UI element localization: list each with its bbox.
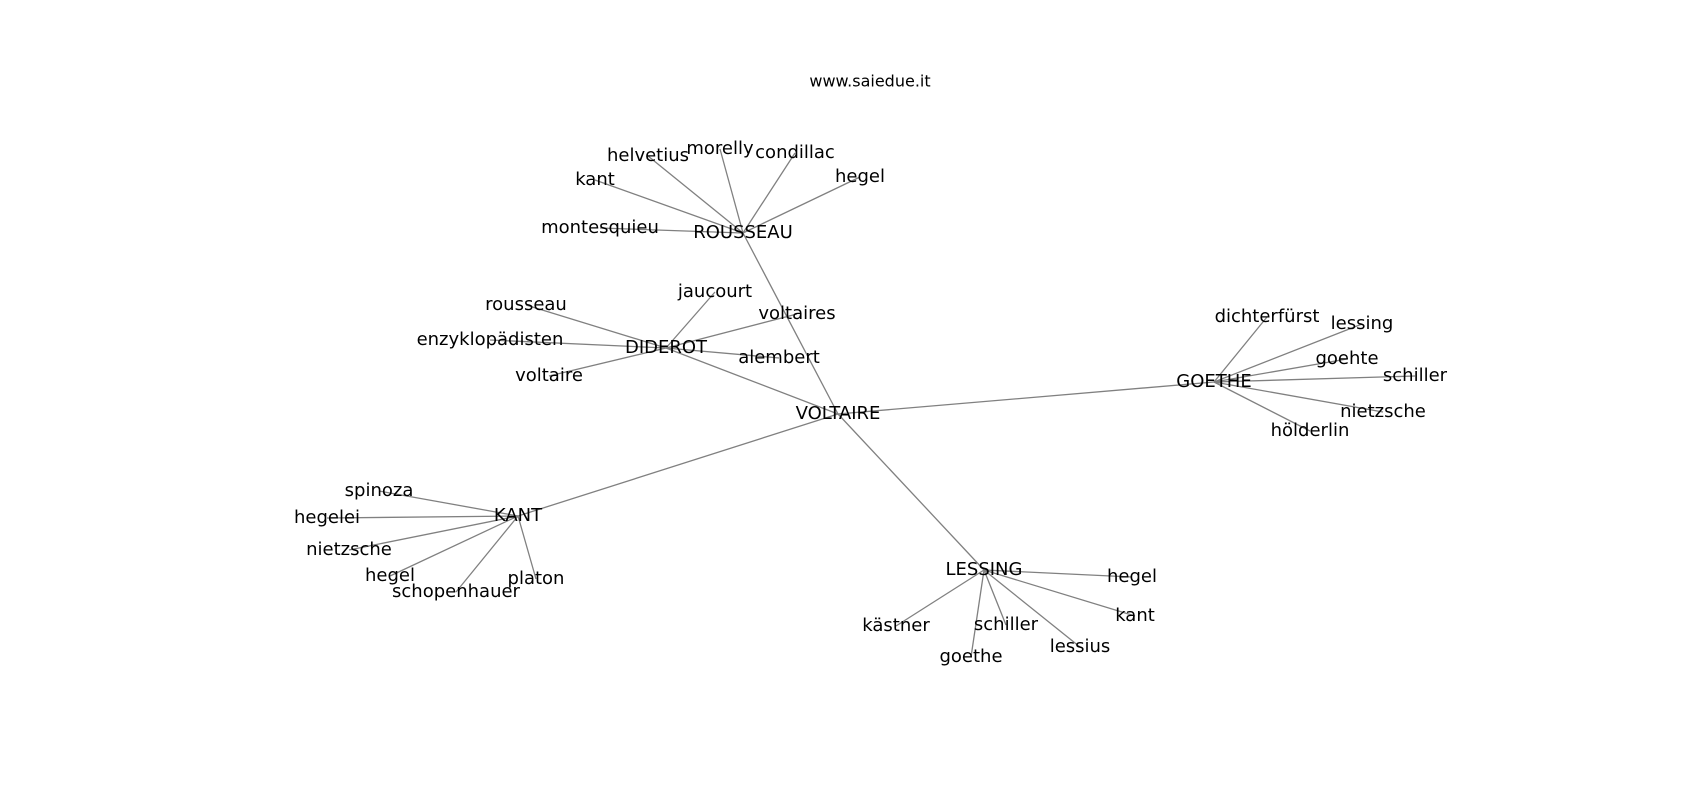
leaf-node-k_schopenhauer: schopenhauer: [392, 581, 521, 602]
edge-voltaire-diderot: [665, 347, 839, 415]
edge-lessing-l_hegel: [983, 569, 1133, 578]
edge-diderot-d_enzyklopaedisten: [489, 339, 667, 349]
leaf-node-d_alembert: alembert: [738, 347, 820, 368]
edge-lessing-l_lessius: [983, 569, 1081, 648]
edge-goethe-g_dichterfuerst: [1213, 316, 1268, 383]
leaf-node-d_rousseau: rousseau: [485, 294, 567, 315]
edge-kant-k_hegelei: [326, 515, 519, 519]
edge-goethe-g_goehte: [1213, 358, 1348, 383]
leaf-node-r_hegel: hegel: [835, 166, 885, 187]
leaf-node-d_jaucourt: jaucourt: [677, 281, 752, 302]
edge-voltaire-rousseau: [742, 232, 839, 415]
leaf-node-g_nietzsche: nietzsche: [1340, 401, 1426, 422]
leaf-node-l_kaestner: kästner: [862, 615, 930, 636]
edge-kant-k_hegel: [389, 515, 519, 577]
hub-node-lessing: LESSING: [946, 559, 1023, 580]
edge-rousseau-r_morelly: [719, 148, 744, 234]
leaf-node-l_goethe: goethe: [939, 646, 1002, 667]
edges-layer: [326, 148, 1416, 658]
edge-diderot-d_alembert: [665, 347, 780, 359]
leaf-node-k_hegel: hegel: [365, 565, 415, 586]
edge-voltaire-goethe: [837, 381, 1215, 415]
edge-kant-k_schopenhauer: [455, 515, 519, 593]
leaf-node-l_hegel: hegel: [1107, 566, 1157, 587]
edge-voltaire-lessing: [837, 413, 985, 571]
leaf-node-l_schiller: schiller: [974, 614, 1039, 635]
edge-rousseau-r_kant: [594, 179, 744, 234]
edge-lessing-l_goethe: [970, 569, 985, 658]
leaf-node-r_helvetius: helvetius: [607, 145, 689, 166]
edge-lessing-l_schiller: [983, 569, 1007, 626]
leaf-node-k_spinoza: spinoza: [345, 480, 414, 501]
labels-layer: VOLTAIRE ROUSSEAU DIDEROT GOETHE KANT LESSING…: [294, 138, 1448, 667]
leaf-node-d_voltaires: voltaires: [758, 303, 835, 324]
edge-lessing-l_kaestner: [895, 569, 985, 627]
edge-rousseau-r_montesquieu: [599, 227, 744, 234]
leaf-node-g_schiller: schiller: [1383, 365, 1448, 386]
leaf-node-l_lessius: lessius: [1050, 636, 1111, 657]
leaf-node-k_platon: platon: [508, 568, 565, 589]
leaf-node-r_morelly: morelly: [686, 138, 754, 159]
leaf-node-r_kant: kant: [575, 169, 615, 190]
graph-title: www.saiedue.it: [809, 72, 930, 91]
edge-kant-k_nietzsche: [348, 515, 519, 551]
edge-rousseau-r_hegel: [742, 176, 861, 234]
edge-kant-k_spinoza: [378, 490, 519, 517]
hub-node-diderot: DIDEROT: [625, 337, 708, 358]
hub-node-rousseau: ROUSSEAU: [693, 222, 793, 243]
leaf-node-g_dichterfuerst: dichterfürst: [1215, 306, 1320, 327]
edge-diderot-d_jaucourt: [665, 291, 716, 349]
edge-goethe-g_lessing: [1213, 323, 1363, 383]
edge-goethe-g_nietzsche: [1213, 381, 1384, 413]
leaf-node-g_lessing: lessing: [1331, 313, 1394, 334]
edge-rousseau-r_condillac: [742, 152, 796, 234]
edge-diderot-d_voltaire: [548, 347, 667, 377]
hub-node-goethe: GOETHE: [1176, 371, 1251, 392]
leaf-node-k_nietzsche: nietzsche: [306, 539, 392, 560]
leaf-node-d_enzyklopaedisten: enzyklopädisten: [417, 329, 564, 350]
leaf-node-d_voltaire: voltaire: [515, 365, 583, 386]
leaf-node-k_hegelei: hegelei: [294, 507, 360, 528]
edge-lessing-l_kant: [983, 569, 1136, 617]
leaf-node-r_condillac: condillac: [755, 142, 835, 163]
leaf-node-g_goehte: goehte: [1315, 348, 1378, 369]
edge-diderot-d_voltaires: [665, 313, 798, 349]
leaf-node-r_montesquieu: montesquieu: [541, 217, 659, 238]
hub-node-kant: KANT: [494, 505, 543, 526]
edge-rousseau-r_helvetius: [647, 155, 744, 234]
edge-kant-k_platon: [517, 515, 537, 580]
leaf-node-l_kant: kant: [1115, 605, 1155, 626]
edge-voltaire-kant: [517, 413, 839, 517]
edge-diderot-d_rousseau: [525, 304, 667, 349]
hub-node-voltaire: VOLTAIRE: [796, 403, 881, 424]
edge-goethe-g_schiller: [1213, 375, 1416, 383]
leaf-node-g_hoelderlin: hölderlin: [1271, 420, 1350, 441]
edge-goethe-g_hoelderlin: [1213, 381, 1311, 432]
